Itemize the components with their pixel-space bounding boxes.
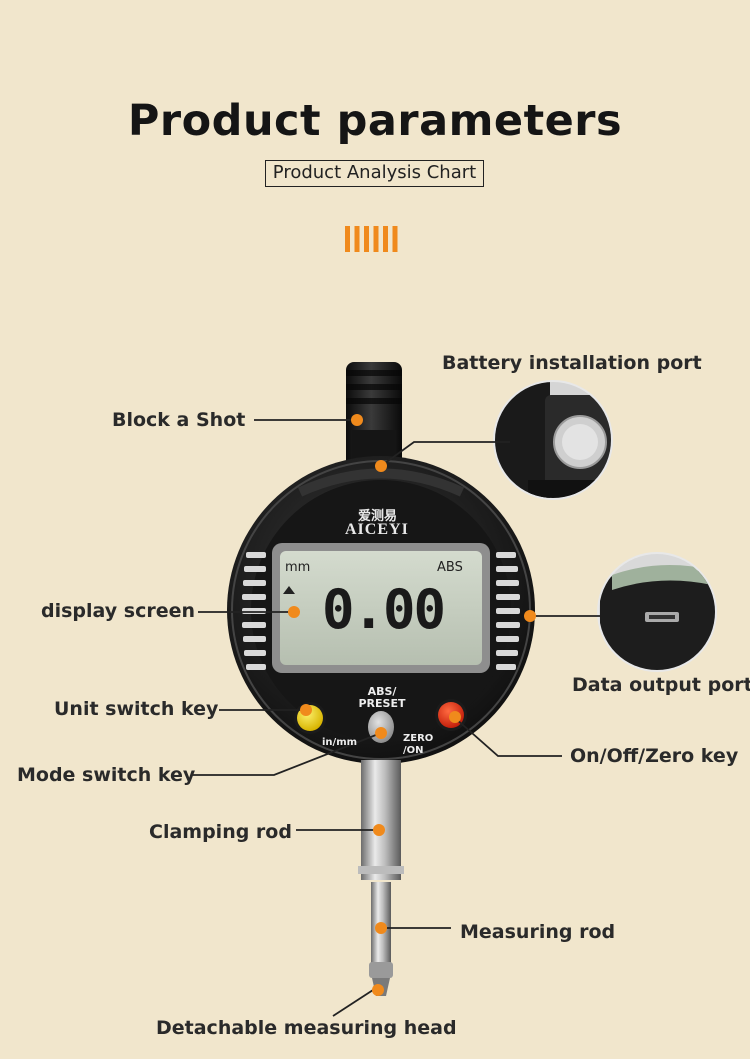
key-in-mm-label: in/mm	[322, 737, 358, 748]
brand-cn: 爱测易	[358, 509, 398, 524]
key-abs-preset-label: ABS/ PRESET	[358, 685, 406, 710]
measuring-rod	[369, 882, 393, 996]
indicator-body	[227, 456, 535, 764]
label-detachable-head: Detachable measuring head	[156, 1017, 457, 1039]
lcd-unit: mm	[285, 560, 311, 575]
key-zero-on-label: ZERO /ON	[403, 733, 434, 756]
label-data-output-port: Data output port	[572, 674, 750, 696]
lcd-mode: ABS	[437, 560, 463, 575]
label-battery-port: Battery installation port	[442, 352, 702, 374]
clamping-rod	[358, 760, 404, 880]
lcd-screen	[280, 551, 482, 665]
label-block-shot: Block a Shot	[112, 409, 246, 431]
label-on-off-zero-key: On/Off/Zero key	[570, 745, 739, 767]
label-mode-switch-key: Mode switch key	[17, 764, 196, 786]
battery-port-inset	[493, 380, 613, 500]
callout-lines	[191, 419, 600, 1017]
label-measuring-rod: Measuring rod	[460, 921, 616, 943]
label-unit-switch-key: Unit switch key	[54, 698, 219, 720]
brand-logo: AICEYI	[345, 521, 409, 538]
label-display-screen: display screen	[41, 600, 196, 622]
label-clamping-rod: Clamping rod	[149, 821, 292, 843]
page-subtitle: Product Analysis Chart	[265, 160, 484, 187]
decorative-stripes	[345, 226, 398, 252]
data-port-inset	[597, 552, 717, 672]
lcd-value: 0.00	[322, 578, 446, 641]
callout-dots	[288, 414, 536, 996]
page-title: Product parameters	[127, 96, 623, 146]
